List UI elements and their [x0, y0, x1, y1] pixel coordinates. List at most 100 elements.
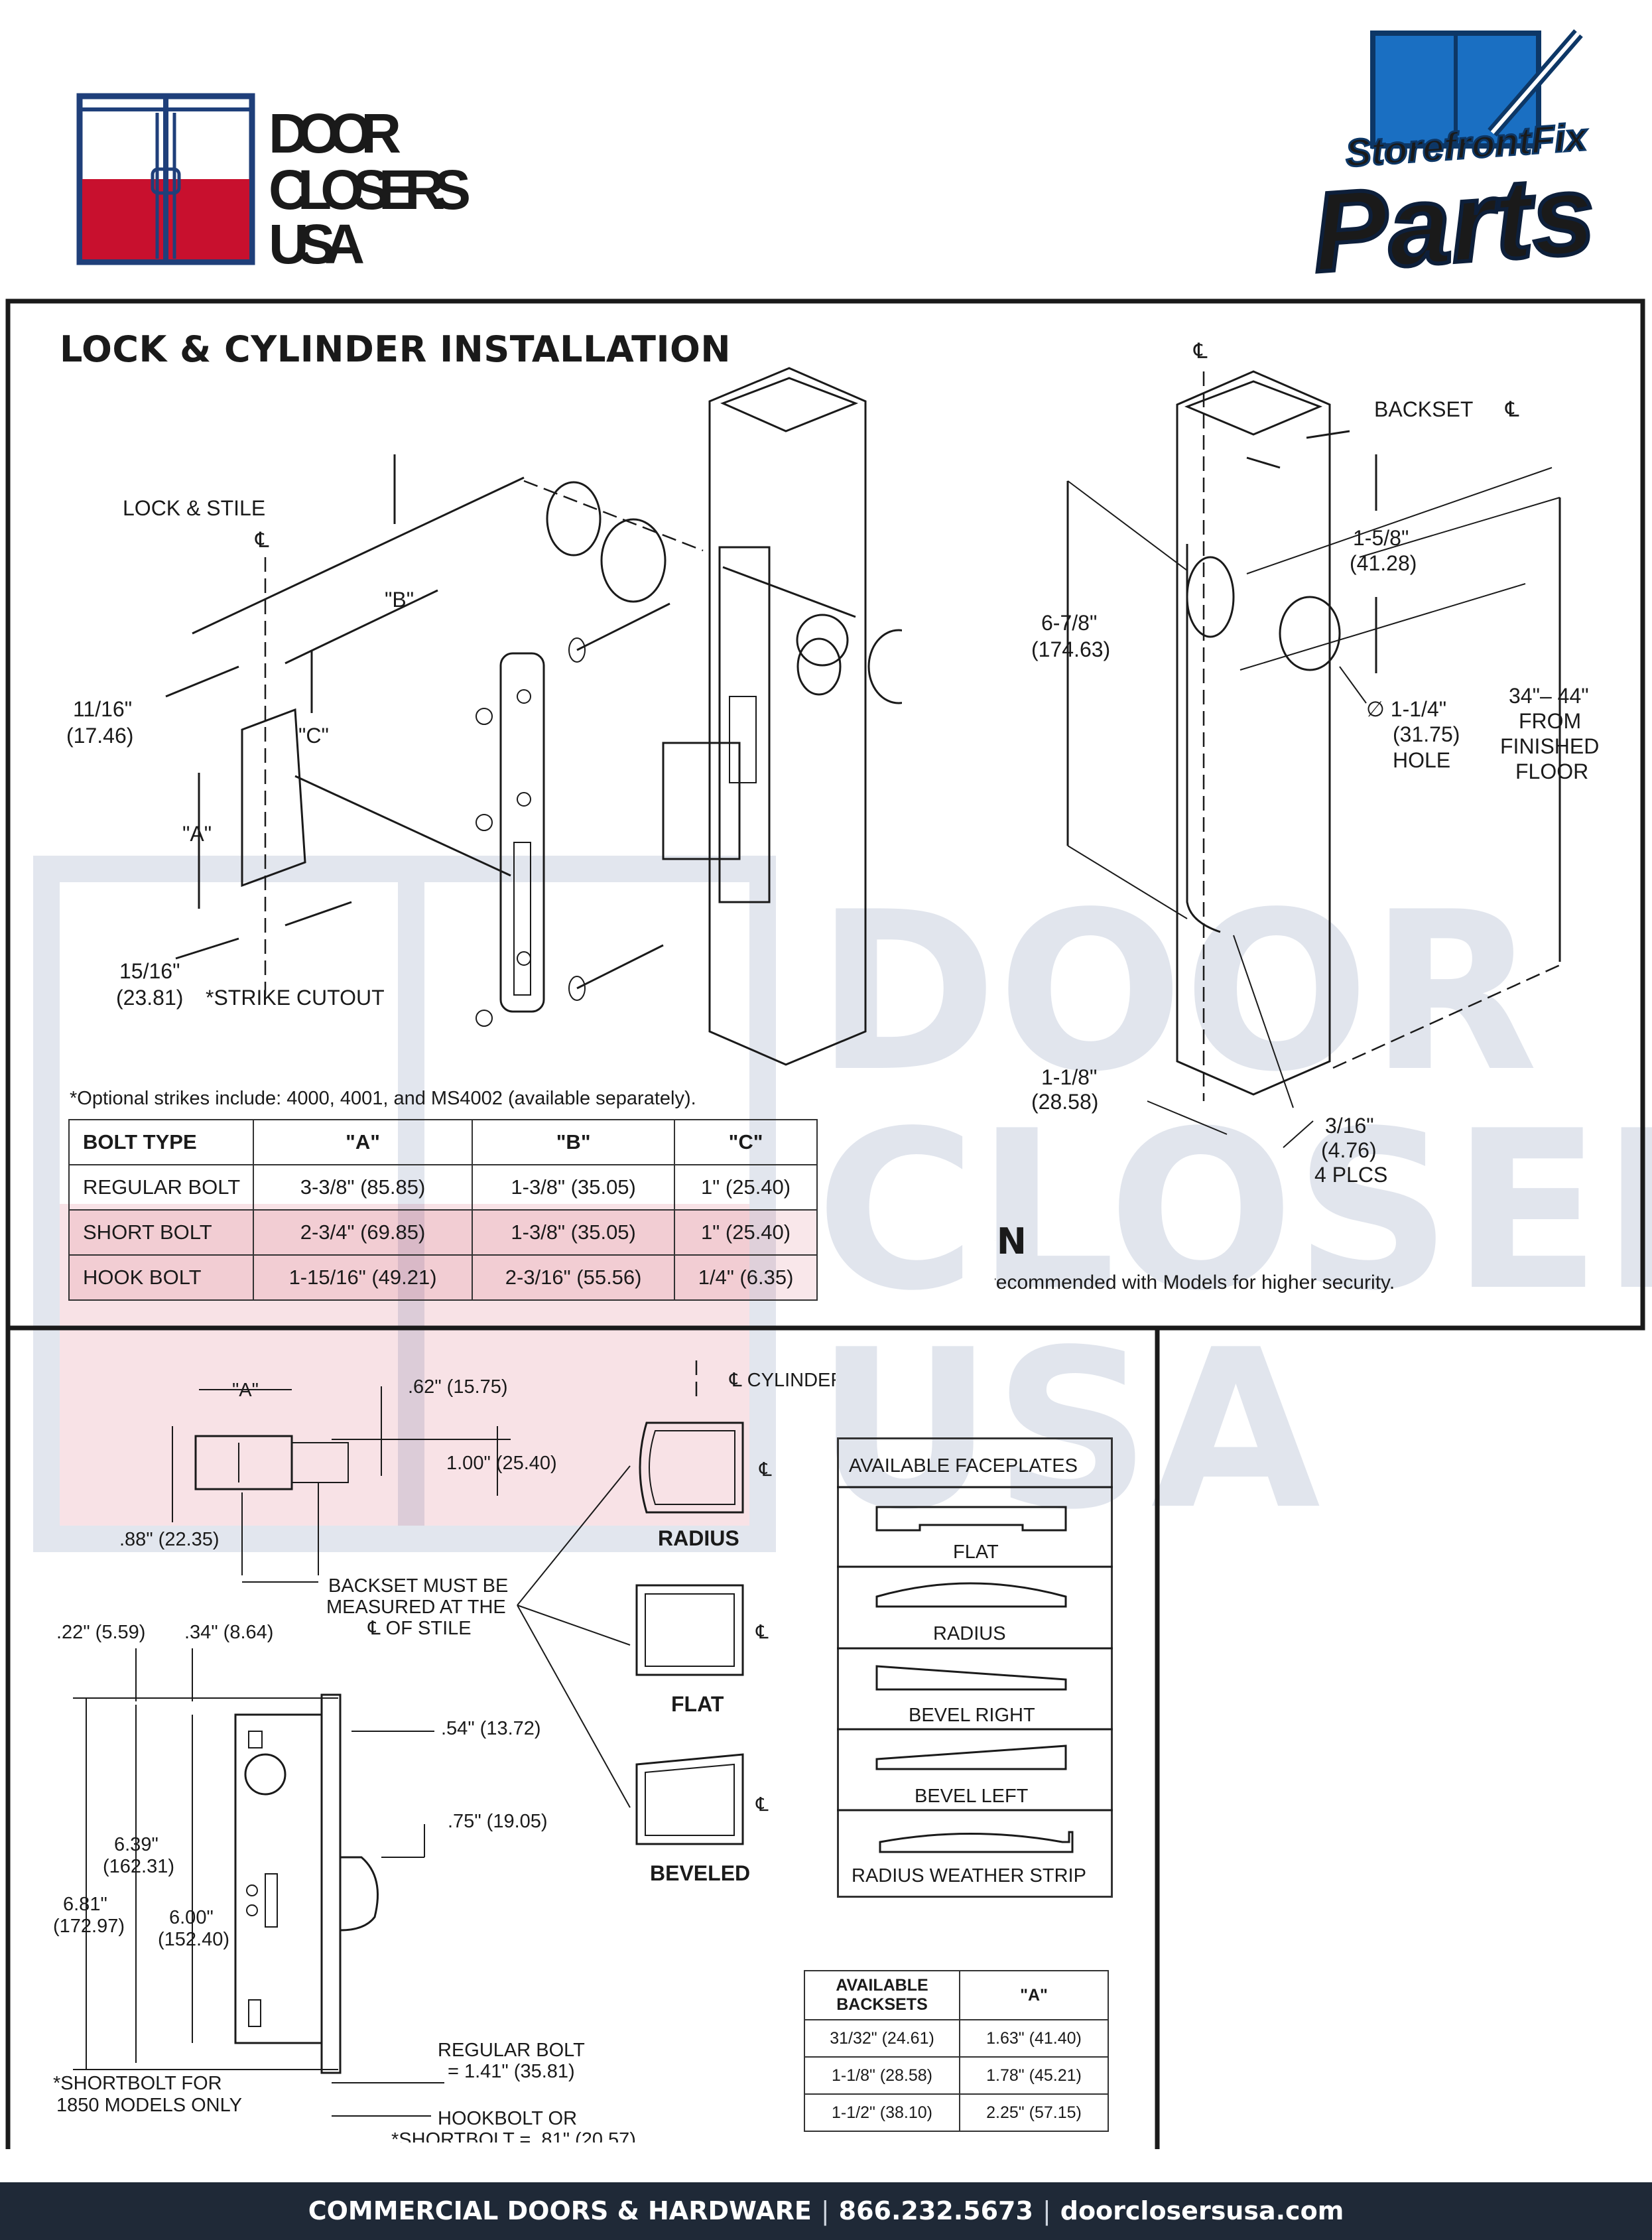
floor-from: FROM — [1519, 709, 1581, 733]
logo-storefrontfix: StorefrontFix — [1344, 115, 1590, 175]
logo-line3: USA — [269, 213, 365, 269]
lock-stile-label: LOCK & STILE — [123, 496, 265, 520]
c-label: "C" — [298, 724, 329, 748]
logo-line1: DOOR — [269, 102, 401, 165]
dim-75: .75" (19.05) — [448, 1811, 548, 1832]
dim-11-16-mm: (17.46) — [66, 724, 133, 748]
table-row: REGULAR BOLT 3-3/8" (85.85) 1-3/8" (35.0… — [68, 1164, 818, 1211]
table-cell: REGULAR BOLT — [68, 1164, 254, 1211]
dim-681-mm: (172.97) — [53, 1916, 125, 1937]
floor-range: 34"– 44" — [1509, 684, 1589, 708]
table-row: 1-1/8" (28.58) 1.78" (45.21) — [804, 2056, 1109, 2095]
table-cell: 2.25" (57.15) — [959, 2093, 1109, 2132]
hole-word: HOLE — [1393, 748, 1450, 772]
faceplates-box — [837, 1437, 1113, 1898]
bolt-table-header: "A" — [252, 1119, 474, 1165]
dim-100: 1.00" (25.40) — [446, 1453, 557, 1474]
cylinder-cl-flat: ℄ — [755, 1622, 769, 1643]
prep-diagram: ℄ BACKSET ℄ 1-5/8" (41.28) 6-7/8" (174.6… — [995, 339, 1599, 1293]
floor-floor: FLOOR — [1515, 759, 1588, 783]
hole-dim-mm: (31.75) — [1393, 722, 1460, 746]
dim-6-7-8: 6-7/8" — [1041, 611, 1097, 635]
hole-dim: ∅ 1-1/4" — [1366, 697, 1446, 721]
hookbolt-1: HOOKBOLT OR — [438, 2108, 577, 2129]
watermark-line3: USA — [816, 1303, 1322, 1557]
dim-11-16: 11/16" — [73, 697, 132, 721]
lock-body-diagram: "A" .62" (15.75) 1.00" (25.40) .88" (22.… — [53, 1376, 636, 2142]
logo-parts: Parts — [1308, 151, 1598, 279]
regular-bolt-2: = 1.41" (35.81) — [448, 2061, 575, 2082]
table-cell: 1.78" (45.21) — [959, 2056, 1109, 2095]
backset-note-2: MEASURED AT THE — [326, 1597, 506, 1618]
dim-1-1-8-mm: (28.58) — [1031, 1090, 1098, 1114]
prep-cl-right: ℄ — [1505, 397, 1519, 421]
dim-15-16: 15/16" — [119, 959, 180, 983]
footer-site-link[interactable]: doorclosersusa.com — [1060, 2196, 1344, 2225]
dim-62: .62" (15.75) — [408, 1376, 508, 1398]
footer-separator: | — [820, 2196, 830, 2225]
backsets-table-header: AVAILABLE BACKSETS — [804, 1970, 960, 2020]
table-cell: HOOK BOLT — [68, 1254, 254, 1301]
plcs-label: 4 PLCS — [1314, 1163, 1387, 1187]
faceplates-diagram: AVAILABLE FACEPLATES FLAT RADIUS BEVEL R… — [837, 1455, 1113, 1886]
hookbolt-2: *SHORTBOLT = .81" (20.57) — [391, 2129, 636, 2142]
a-label: "A" — [182, 822, 212, 846]
stile-profiles: ℄ CYLINDER ℄ RADIUS ℄ FLAT ℄ BEVELED — [635, 1360, 836, 1885]
cylinder-label: ℄ CYLINDER — [729, 1370, 836, 1391]
watermark-line2: CLOSERS — [816, 1084, 1652, 1339]
bolt-table-header: "B" — [472, 1119, 676, 1165]
dim-3-16-mm: (4.76) — [1321, 1138, 1377, 1162]
table-cell: 2-3/16" (55.56) — [472, 1254, 676, 1301]
table-cell: 1.63" (41.40) — [959, 2019, 1109, 2058]
backsets-table-header: "A" — [959, 1970, 1109, 2020]
table-cell: SHORT BOLT — [68, 1209, 254, 1256]
b-label: "B" — [385, 588, 414, 612]
footer-company: COMMERCIAL DOORS & HARDWARE — [308, 2196, 812, 2225]
lock-stile-cl: ℄ — [255, 528, 269, 552]
table-cell: 1-15/16" (49.21) — [252, 1254, 474, 1301]
dim-22: .22" (5.59) — [56, 1622, 145, 1643]
faceplates-title: AVAILABLE FACEPLATES — [849, 1455, 1078, 1477]
table-cell: 1/4" (6.35) — [674, 1254, 818, 1301]
dim-600-mm: (152.40) — [158, 1929, 229, 1950]
faceplate-item: RADIUS WEATHER STRIP — [852, 1865, 1086, 1886]
shortbolt-note-1: *SHORTBOLT FOR — [53, 2073, 222, 2094]
cylinder-cl-radius: ℄ — [759, 1459, 772, 1481]
table-cell: 1-1/8" (28.58) — [804, 2056, 960, 2095]
faceplate-item: RADIUS — [933, 1623, 1006, 1644]
storefrontfix-logo: StorefrontFix Parts — [1306, 29, 1600, 279]
profile-beveled: BEVELED — [650, 1861, 750, 1885]
dim-1-5-8: 1-5/8" — [1353, 526, 1409, 550]
table-row: SHORT BOLT 2-3/4" (69.85) 1-3/8" (35.05)… — [68, 1209, 818, 1256]
footer-phone[interactable]: 866.232.5673 — [838, 2196, 1033, 2225]
footer-bar — [0, 2182, 1652, 2240]
optional-strikes-note: *Optional strikes include: 4000, 4001, a… — [70, 1088, 696, 1109]
table-cell: 2-3/4" (69.85) — [252, 1209, 474, 1256]
footer-separator: | — [1042, 2196, 1051, 2225]
cylinder-cl-beveled: ℄ — [755, 1794, 769, 1815]
table-cell: 1" (25.40) — [674, 1209, 818, 1256]
door-closers-logo: DOOR CLOSERS USA — [76, 93, 471, 269]
faceplate-item: FLAT — [953, 1542, 999, 1563]
prep-title: LOCK STILE PREPARATION — [995, 1220, 1027, 1262]
faceplate-item: BEVEL LEFT — [915, 1786, 1029, 1807]
profile-radius: RADIUS — [658, 1526, 739, 1550]
faceplate-item: BEVEL RIGHT — [909, 1705, 1035, 1726]
strike-cutout-label: *STRIKE CUTOUT — [206, 986, 385, 1010]
prep-cl-top: ℄ — [1193, 339, 1208, 363]
table-row: HOOK BOLT 1-15/16" (49.21) 2-3/16" (55.5… — [68, 1254, 818, 1301]
table-cell: 1-3/8" (35.05) — [472, 1209, 676, 1256]
backsets-table: AVAILABLE BACKSETS "A" 31/32" (24.61) 1.… — [804, 1970, 1109, 2132]
prep-note: Latch guard recommended with Models for … — [995, 1272, 1395, 1293]
regular-bolt-1: REGULAR BOLT — [438, 2040, 585, 2061]
bolt-table-header: "C" — [674, 1119, 818, 1165]
table-cell: 1-1/2" (38.10) — [804, 2093, 960, 2132]
dim-3-16: 3/16" — [1325, 1114, 1374, 1138]
backset-label: BACKSET — [1374, 397, 1473, 421]
table-row: 1-1/2" (38.10) 2.25" (57.15) — [804, 2093, 1109, 2132]
profile-flat: FLAT — [671, 1692, 724, 1716]
table-cell: 1" (25.40) — [674, 1164, 818, 1211]
floor-finished: FINISHED — [1500, 734, 1599, 758]
dim-600: 6.00" — [169, 1907, 214, 1928]
